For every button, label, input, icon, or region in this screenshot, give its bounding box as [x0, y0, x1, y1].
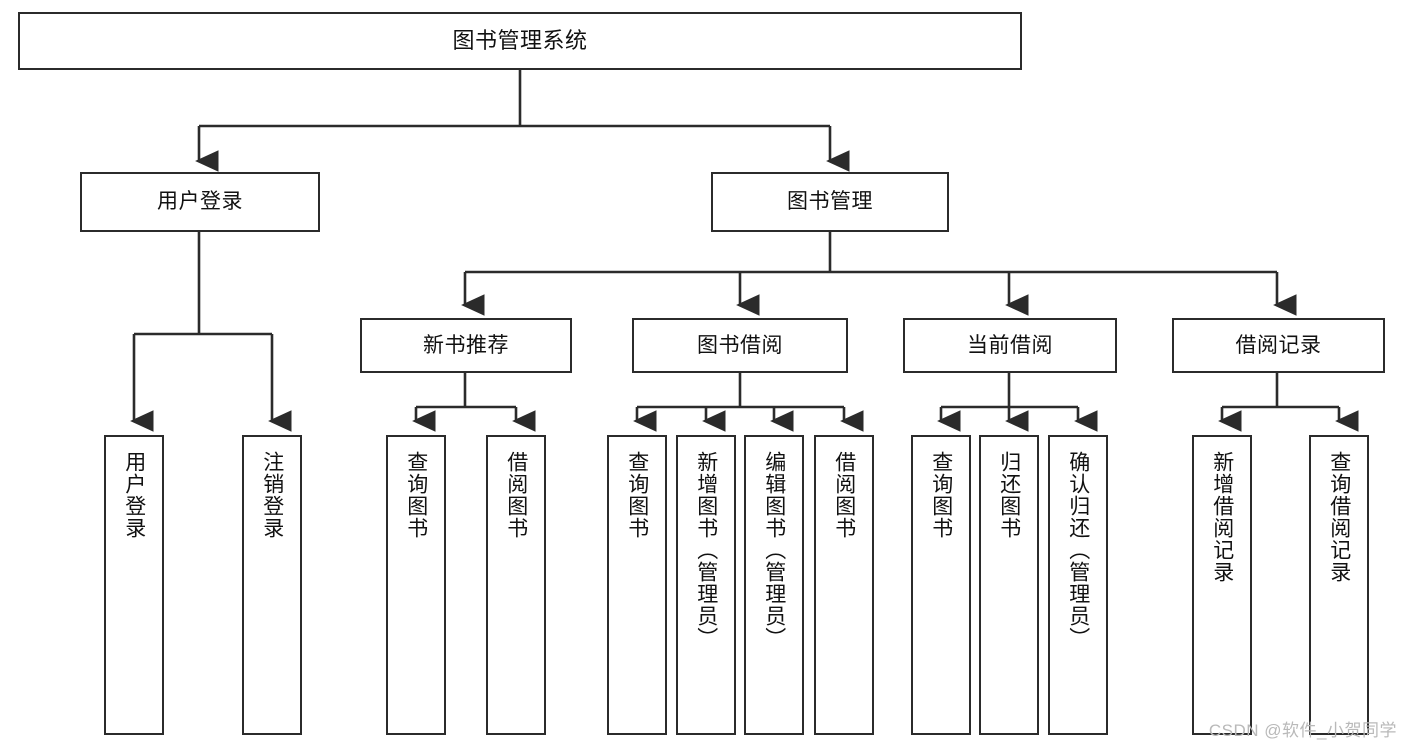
node-label: 用户登录	[122, 451, 146, 539]
leaf-edit-book-admin[interactable]: 编辑图书（管理员）	[744, 435, 804, 735]
leaf-borrow-book[interactable]: 借阅图书	[814, 435, 874, 735]
node-label: 图书管理	[787, 190, 873, 214]
node-label: 查询图书	[929, 451, 953, 539]
node-label: 用户登录	[157, 190, 243, 214]
node-book-management[interactable]: 图书管理	[711, 172, 949, 232]
node-user-login[interactable]: 用户登录	[80, 172, 320, 232]
leaf-add-book-admin[interactable]: 新增图书（管理员）	[676, 435, 736, 735]
node-book-management-system[interactable]: 图书管理系统	[18, 12, 1022, 70]
node-book-borrow[interactable]: 图书借阅	[632, 318, 848, 373]
leaf-borrow-book-recommend[interactable]: 借阅图书	[486, 435, 546, 735]
node-label: 新增图书（管理员）	[694, 451, 718, 649]
leaf-query-borrow-record[interactable]: 查询借阅记录	[1309, 435, 1369, 735]
leaf-add-borrow-record[interactable]: 新增借阅记录	[1192, 435, 1252, 735]
node-label: 图书借阅	[697, 333, 783, 357]
node-new-book-recommend[interactable]: 新书推荐	[360, 318, 572, 373]
leaf-query-book-borrow[interactable]: 查询图书	[607, 435, 667, 735]
node-label: 确认归还（管理员）	[1066, 451, 1090, 649]
node-label: 借阅图书	[832, 451, 856, 539]
leaf-confirm-return-admin[interactable]: 确认归还（管理员）	[1048, 435, 1108, 735]
node-label: 归还图书	[997, 451, 1021, 539]
node-borrow-records[interactable]: 借阅记录	[1172, 318, 1385, 373]
leaf-logout[interactable]: 注销登录	[242, 435, 302, 735]
node-label: 编辑图书（管理员）	[762, 451, 786, 649]
leaf-query-book-recommend[interactable]: 查询图书	[386, 435, 446, 735]
leaf-user-login[interactable]: 用户登录	[104, 435, 164, 735]
node-label: 借阅记录	[1235, 333, 1322, 357]
node-label: 注销登录	[260, 451, 284, 539]
node-label: 当前借阅	[967, 333, 1053, 357]
leaf-return-book[interactable]: 归还图书	[979, 435, 1039, 735]
node-label: 借阅图书	[504, 451, 528, 539]
watermark: CSDN @软件_小贺同学	[1208, 721, 1397, 740]
node-current-borrow[interactable]: 当前借阅	[903, 318, 1117, 373]
node-label: 查询借阅记录	[1327, 451, 1351, 583]
node-label: 新书推荐	[423, 333, 509, 357]
node-label: 查询图书	[625, 451, 649, 539]
node-label: 图书管理系统	[452, 27, 588, 53]
node-label: 新增借阅记录	[1210, 451, 1234, 583]
node-label: 查询图书	[404, 451, 428, 539]
leaf-query-book-current[interactable]: 查询图书	[911, 435, 971, 735]
